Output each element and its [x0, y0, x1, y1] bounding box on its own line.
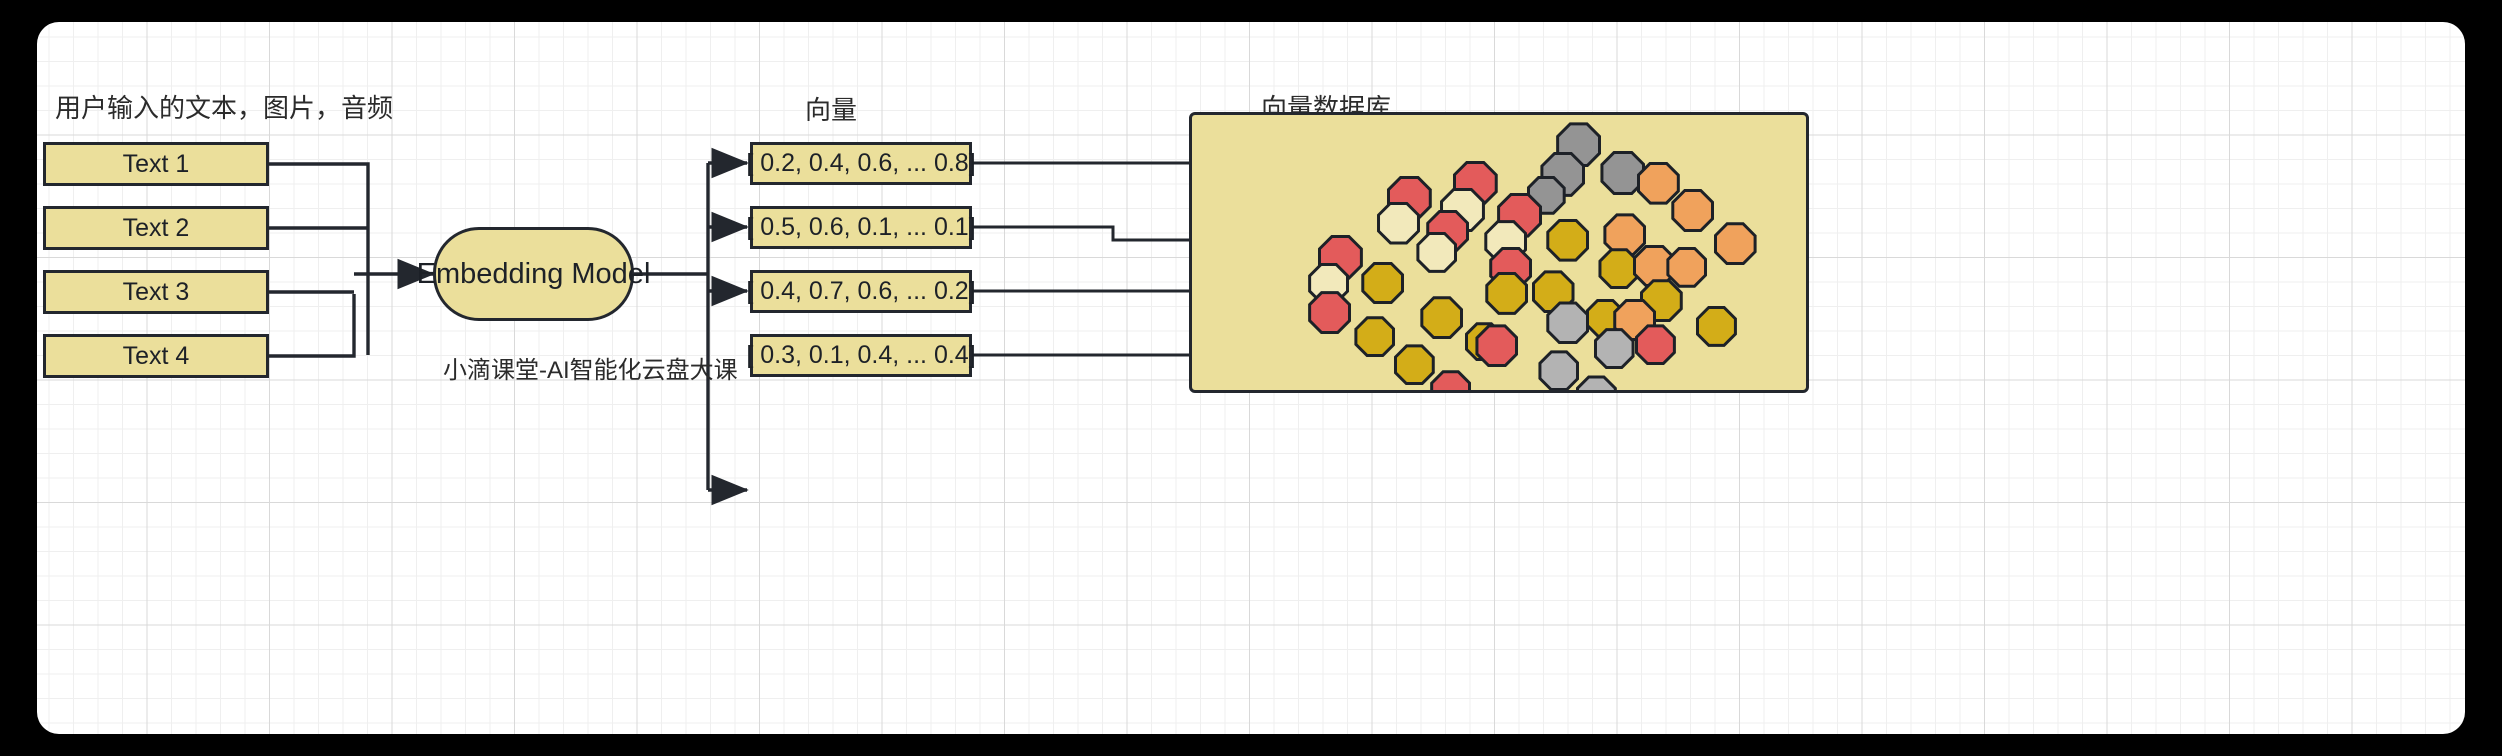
vector-node-label: [ 0.4, 0.7, 0.6, ... 0.2]	[746, 277, 976, 305]
vector-point	[1393, 344, 1435, 386]
vector-point	[1593, 328, 1635, 370]
vector-point	[1377, 201, 1420, 245]
vector-node-4[interactable]: [ 0.3, 0.1, 0.4, ... 0.4]	[746, 334, 976, 377]
vector-point	[1485, 271, 1529, 315]
vector-point	[1713, 222, 1757, 266]
input-node-text-3[interactable]: Text 3	[43, 270, 269, 314]
input-node-text-2[interactable]: Text 2	[43, 206, 269, 250]
vector-point	[1416, 231, 1458, 273]
vector-point	[1600, 150, 1646, 196]
embedding-model-label: Embedding Model	[416, 257, 651, 290]
vector-section-label: 向量	[805, 95, 858, 125]
input-section-label: 用户输入的文本，图片，音频	[55, 93, 394, 123]
vector-point	[1634, 324, 1676, 366]
vector-point	[1695, 305, 1737, 347]
input-node-label: Text 1	[122, 149, 190, 178]
vector-point	[1420, 296, 1464, 340]
vector-point	[1666, 246, 1708, 288]
vector-node-1[interactable]: [ 0.2, 0.4, 0.6, ... 0.8]	[746, 142, 976, 185]
vector-node-label: [ 0.3, 0.1, 0.4, ... 0.4]	[746, 341, 976, 369]
vector-node-2[interactable]: [ 0.5, 0.6, 0.1, ... 0.1]	[746, 206, 976, 249]
vector-point	[1671, 189, 1715, 232]
vector-point	[1475, 324, 1519, 368]
input-node-text-4[interactable]: Text 4	[43, 334, 269, 378]
vector-node-label: [ 0.2, 0.4, 0.6, ... 0.8]	[746, 149, 976, 177]
course-caption: 小滴课堂-AI智能化云盘大课	[443, 357, 738, 384]
vector-point	[1430, 370, 1472, 390]
vector-point	[1308, 291, 1352, 335]
diagram-canvas: 用户输入的文本，图片，音频 向量 向量数据库 Text 1 Text 2 Tex…	[37, 22, 2465, 734]
input-node-label: Text 3	[122, 277, 190, 306]
embedding-model-node[interactable]: Embedding Model	[417, 227, 650, 321]
vector-point	[1354, 316, 1396, 358]
vector-point	[1575, 375, 1617, 390]
vector-point	[1636, 161, 1680, 205]
input-node-label: Text 4	[122, 341, 190, 370]
vector-point	[1546, 301, 1590, 345]
vector-database-panel[interactable]	[1189, 112, 1809, 393]
vector-point	[1538, 350, 1580, 390]
vector-point	[1546, 218, 1590, 262]
vector-point	[1598, 248, 1640, 290]
input-node-label: Text 2	[122, 213, 190, 242]
vector-point	[1361, 261, 1405, 305]
input-node-text-1[interactable]: Text 1	[43, 142, 269, 186]
vector-node-3[interactable]: [ 0.4, 0.7, 0.6, ... 0.2]	[746, 270, 976, 313]
vector-node-label: [ 0.5, 0.6, 0.1, ... 0.1]	[746, 213, 976, 241]
